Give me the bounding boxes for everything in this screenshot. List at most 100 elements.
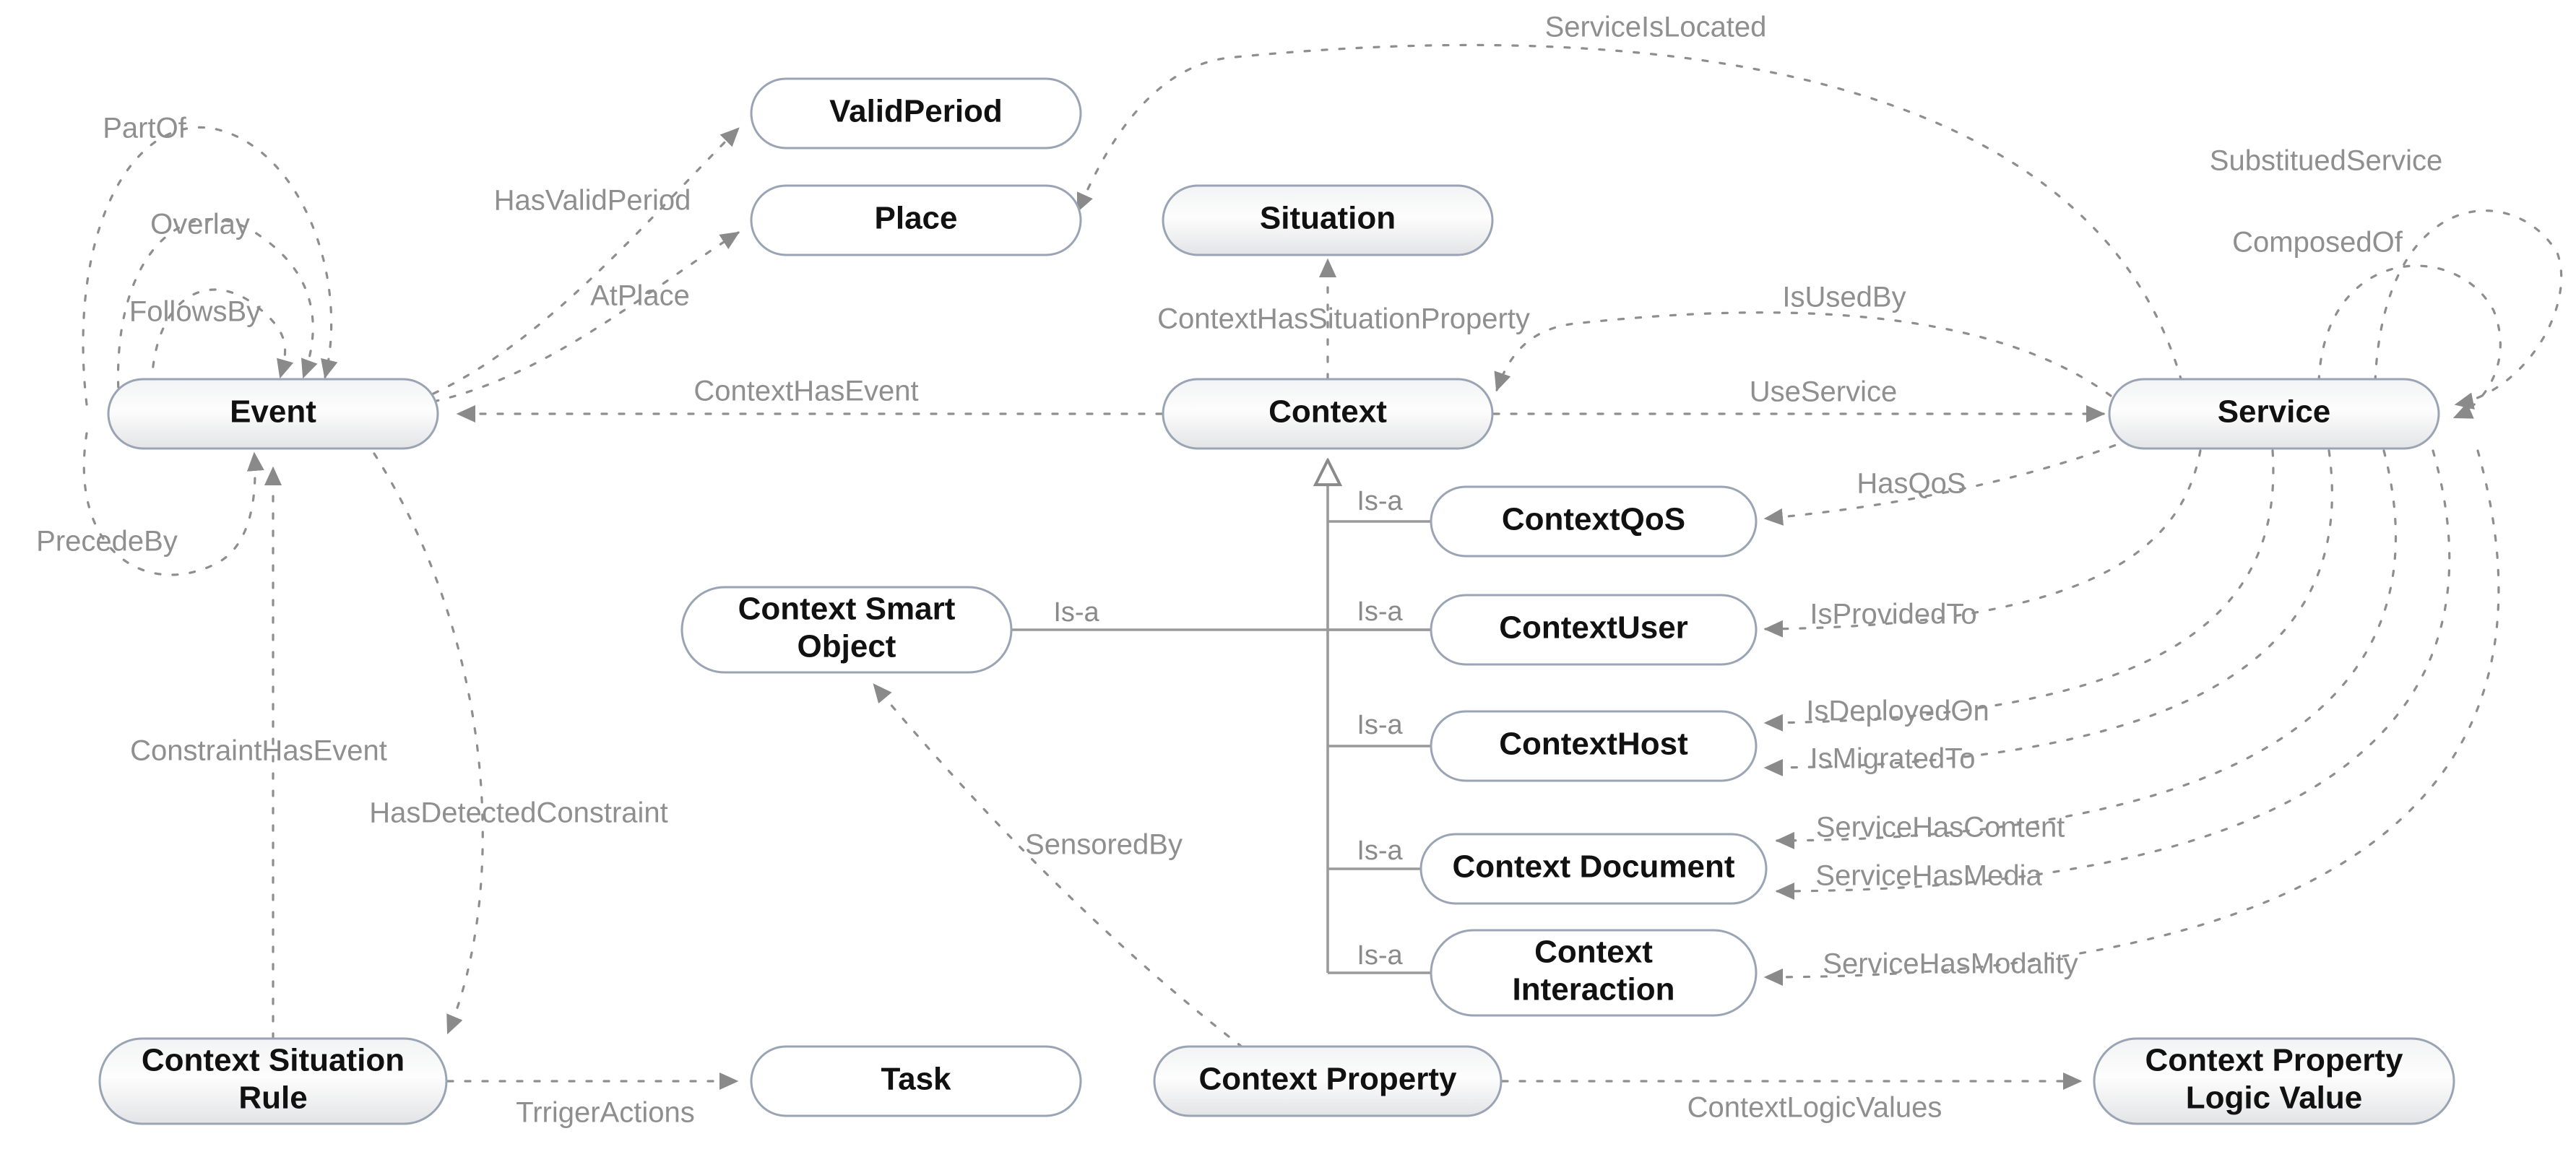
node-situation[interactable]: Situation bbox=[1162, 184, 1494, 256]
node-event[interactable]: Event bbox=[107, 378, 439, 450]
edge-label-contexthassituationprop: ContextHasSituationProperty bbox=[1157, 303, 1530, 335]
edge-label-sensoredby: SensoredBy bbox=[1025, 829, 1183, 861]
edge-partof bbox=[82, 126, 338, 406]
node-context[interactable]: Context bbox=[1162, 378, 1494, 450]
node-validperiod[interactable]: ValidPeriod bbox=[750, 77, 1082, 150]
node-label-logicvalue: Context Property bbox=[2145, 1043, 2403, 1078]
edge-label-hasvalidperiod: HasValidPeriod bbox=[494, 185, 691, 217]
isa-label-isa-user: Is-a bbox=[1357, 597, 1403, 627]
edge-label-trrigeractions: TrrigerActions bbox=[516, 1097, 694, 1129]
node-label-event: Event bbox=[230, 394, 316, 430]
node-label-rule: Context Situation bbox=[142, 1043, 405, 1078]
edge-composedof bbox=[2317, 264, 2502, 419]
edge-label-isusedby: IsUsedBy bbox=[1782, 282, 1906, 313]
node-label-contextint: Interaction bbox=[1513, 972, 1675, 1008]
edge-substituedservice bbox=[2374, 209, 2563, 410]
node-label-context: Context bbox=[1268, 394, 1387, 430]
edge-hasqos bbox=[1763, 438, 2132, 526]
edge-label-ismigratedto: IsMigratedTo bbox=[1810, 743, 1976, 775]
edge-servicehascontent bbox=[1775, 449, 2398, 849]
node-label-task: Task bbox=[881, 1062, 951, 1097]
edge-label-contextlogicvalues: ContextLogicValues bbox=[1687, 1092, 1942, 1124]
edge-label-constrainthasevent: ConstraintHasEvent bbox=[130, 735, 387, 767]
node-shape-property bbox=[1153, 1045, 1503, 1117]
edge-hasvalidperiod bbox=[432, 127, 740, 395]
node-label-rule: Rule bbox=[238, 1080, 307, 1116]
node-shape-task bbox=[750, 1045, 1082, 1117]
node-shape-situation bbox=[1162, 184, 1494, 256]
isa-label-isa-host: Is-a bbox=[1357, 710, 1403, 740]
edge-label-contexthasevent: ContextHasEvent bbox=[693, 376, 918, 407]
node-contextdoc[interactable]: Context Document bbox=[1419, 833, 1768, 905]
node-label-smartobject: Object bbox=[798, 629, 896, 664]
node-shape-contextqos bbox=[1430, 485, 1758, 558]
edge-label-useservice: UseService bbox=[1750, 376, 1898, 408]
node-shape-service bbox=[2108, 378, 2440, 450]
node-shape-contexthost bbox=[1430, 710, 1758, 782]
isa-label-isa-sobj: Is-a bbox=[1053, 597, 1099, 628]
node-contexthost[interactable]: ContextHost bbox=[1430, 710, 1758, 782]
node-shape-contextdoc bbox=[1419, 833, 1768, 905]
edge-label-serviceislocated: ServiceIsLocated bbox=[1545, 12, 1767, 43]
edge-label-atplace: AtPlace bbox=[590, 280, 690, 312]
node-label-contextqos: ContextQoS bbox=[1502, 502, 1685, 537]
edge-ismigratedto bbox=[1763, 449, 2333, 776]
node-shape-context bbox=[1162, 378, 1494, 450]
edge-precedeby bbox=[82, 432, 264, 576]
edge-hasdetectedconstraint bbox=[373, 452, 484, 1035]
node-label-smartobject: Context Smart bbox=[738, 592, 956, 627]
node-shape-smartobject bbox=[680, 586, 1013, 674]
edge-label-servicehascontent: ServiceHasContent bbox=[1816, 812, 2065, 844]
node-place[interactable]: Place bbox=[750, 184, 1082, 256]
node-label-contexthost: ContextHost bbox=[1499, 727, 1688, 762]
node-label-contextuser: ContextUser bbox=[1499, 610, 1688, 646]
edge-label-followsby: FollowsBy bbox=[129, 296, 261, 328]
edge-label-servicehasmedia: ServiceHasMedia bbox=[1815, 860, 2042, 892]
isa-label-isa-qos: Is-a bbox=[1357, 486, 1403, 516]
node-shape-contextint bbox=[1430, 929, 1758, 1017]
isa-label-isa-int: Is-a bbox=[1357, 940, 1403, 971]
edge-label-precedeby: PrecedeBy bbox=[36, 526, 178, 558]
node-label-property: Context Property bbox=[1199, 1062, 1457, 1097]
edge-sensoredby bbox=[873, 683, 1244, 1049]
node-task[interactable]: Task bbox=[750, 1045, 1082, 1117]
node-label-validperiod: ValidPeriod bbox=[829, 94, 1003, 129]
edge-label-isprovidedto: IsProvidedTo bbox=[1810, 599, 1976, 630]
edge-label-isdeployedon: IsDeployedOn bbox=[1806, 696, 1989, 727]
edge-atplace bbox=[432, 231, 740, 403]
node-label-contextdoc: Context Document bbox=[1452, 849, 1734, 885]
node-label-service: Service bbox=[2218, 394, 2331, 430]
node-shape-event bbox=[107, 378, 439, 450]
node-shape-validperiod bbox=[750, 77, 1082, 150]
edge-label-substituedservice: SubstituedService bbox=[2210, 145, 2442, 177]
isa-label-isa-doc: Is-a bbox=[1357, 836, 1403, 866]
edge-label-hasdetectedconstraint: HasDetectedConstraint bbox=[369, 797, 668, 829]
node-label-contextint: Context bbox=[1534, 935, 1653, 970]
edge-label-composedof: ComposedOf bbox=[2232, 227, 2403, 259]
edge-label-servicehasmodality: ServiceHasModality bbox=[1823, 948, 2078, 980]
node-service[interactable]: Service bbox=[2108, 378, 2440, 450]
edge-layer bbox=[82, 43, 2563, 1090]
edge-servicehasmodality bbox=[1763, 449, 2500, 986]
edge-isdeployedon bbox=[1763, 449, 2275, 732]
edge-servicehasmedia bbox=[1775, 449, 2451, 900]
node-contextqos[interactable]: ContextQoS bbox=[1430, 485, 1758, 558]
edge-label-overlay: Overlay bbox=[150, 209, 250, 240]
node-shape-rule bbox=[98, 1037, 448, 1125]
node-shape-place bbox=[750, 184, 1082, 256]
edge-label-partof: PartOf bbox=[103, 113, 186, 144]
node-property[interactable]: Context Property bbox=[1153, 1045, 1503, 1117]
edge-isprovidedto bbox=[1763, 449, 2202, 638]
node-label-place: Place bbox=[875, 201, 958, 236]
node-contextuser[interactable]: ContextUser bbox=[1430, 594, 1758, 666]
edge-label-hasqos: HasQoS bbox=[1857, 468, 1966, 500]
